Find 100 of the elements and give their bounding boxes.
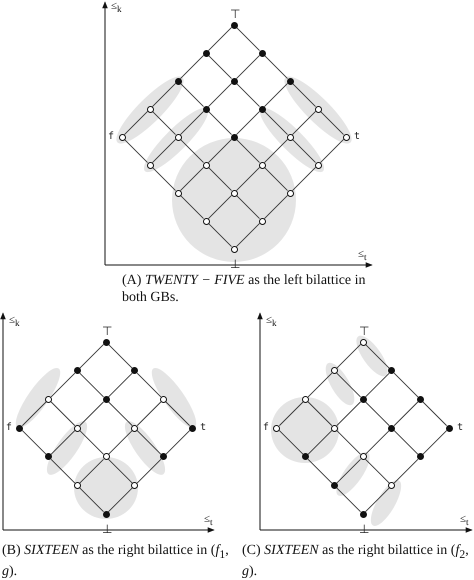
filled-vertex — [230, 134, 238, 140]
axis-label: ≤$_{k}$ — [266, 314, 277, 330]
lattice-edge — [365, 344, 390, 369]
lattice-edge — [336, 372, 361, 398]
lattice-edge — [292, 111, 316, 135]
lattice-edge — [79, 488, 104, 512]
axis-label: ≤$_{t}$ — [460, 513, 469, 528]
lattice-edge — [236, 195, 260, 219]
lattice-edge — [108, 372, 133, 398]
lattice-edge — [336, 401, 361, 426]
lattice-edge — [236, 83, 260, 107]
lattice-edge — [336, 430, 361, 455]
lattice-edge — [152, 139, 176, 163]
figure-caption: (A) TWENTY − FIVE as the left bilattice in both GBs. — [122, 272, 367, 306]
lattice-edge — [50, 430, 76, 455]
lattice-edge — [208, 223, 232, 247]
lattice-edge — [394, 372, 418, 398]
lattice-edge — [50, 401, 76, 426]
lattice-edge — [208, 167, 232, 191]
axis-label: ≤$_{k}$ — [9, 314, 20, 330]
lattice-edge — [136, 458, 162, 484]
lattice-edge — [22, 401, 47, 426]
vertex-label: t — [200, 422, 206, 434]
lattice-edge — [50, 372, 76, 398]
hollow-vertex — [302, 396, 310, 403]
lattice-edge — [180, 167, 204, 191]
lattice-edge — [264, 83, 288, 107]
filled-vertex — [258, 50, 266, 56]
lattice-edge — [124, 111, 148, 135]
lattice-edge — [308, 401, 332, 426]
lattice-edge — [292, 167, 316, 191]
lattice-edge — [152, 111, 176, 135]
lattice-edge — [180, 111, 204, 135]
lattice-edge — [264, 139, 288, 163]
lattice-edge — [365, 488, 390, 512]
lattice-edge — [208, 27, 232, 51]
filled-vertex — [131, 367, 138, 374]
lattice-edge — [236, 139, 260, 163]
lattice-edge — [152, 167, 176, 191]
lattice-edge — [79, 458, 104, 484]
lattice-edge — [308, 458, 332, 484]
vertex-label: t — [457, 422, 464, 434]
lattice-edge — [278, 430, 304, 455]
filled-vertex — [330, 482, 338, 489]
lattice-edge — [292, 83, 316, 107]
filled-vertex — [416, 396, 424, 403]
lattice-edge — [180, 139, 204, 163]
lattice-edge — [136, 372, 162, 398]
lattice-edge — [422, 401, 448, 426]
filled-vertex — [202, 50, 210, 56]
lattice-edge — [108, 401, 133, 426]
filled-vertex — [416, 453, 424, 460]
lattice-edge — [79, 401, 104, 426]
vertex-label: f — [108, 131, 114, 143]
filled-vertex — [258, 106, 266, 112]
lattice-edge — [79, 344, 104, 369]
filled-vertex — [360, 396, 366, 403]
lattice-edge — [79, 372, 104, 398]
lattice-edge — [394, 458, 418, 484]
lattice-edge — [336, 344, 361, 369]
lattice-edge — [124, 139, 148, 163]
axis-label: ≤$_{t}$ — [204, 513, 213, 528]
vertex-label: t — [354, 131, 360, 143]
lattice-edge — [208, 111, 232, 135]
hollow-vertex — [74, 482, 81, 489]
filled-vertex — [102, 396, 110, 403]
lattice-edge — [208, 139, 232, 163]
lattice-edge — [22, 430, 47, 455]
filled-vertex — [230, 22, 238, 28]
filled-vertex — [74, 367, 81, 374]
lattice-edge — [365, 401, 390, 426]
lattice-edge — [320, 111, 344, 135]
filled-vertex — [45, 453, 52, 460]
lattice-edge — [336, 458, 361, 484]
vertex-label: ⊤ — [102, 325, 112, 337]
filled-vertex — [388, 424, 396, 432]
lattice-edge — [264, 55, 288, 79]
lattice-edge — [208, 195, 232, 219]
lattice-edge — [180, 195, 204, 219]
lattice-edge — [394, 430, 418, 455]
lattice-edge — [208, 83, 232, 107]
lattice-edge — [136, 430, 162, 455]
lattice-edge — [320, 139, 344, 163]
lattice-edge — [308, 430, 332, 455]
lattice-edge — [236, 111, 260, 135]
filled-vertex — [388, 367, 396, 374]
vertex-label: f — [262, 422, 269, 434]
lattice-edge — [152, 83, 176, 107]
lattice-edge — [365, 372, 390, 398]
lattice-edge — [394, 401, 418, 426]
lattice-edge — [264, 167, 288, 191]
figure-caption: (C) SIXTEEN as the right bilattice in (f$_{2}$, g). — [242, 542, 470, 580]
hollow-vertex — [102, 453, 110, 460]
filled-vertex — [360, 510, 366, 518]
lattice-edge — [236, 55, 260, 79]
axis-label: ≤$_{k}$ — [111, 0, 122, 16]
lattice-edge — [136, 401, 162, 426]
lattice-edge — [108, 458, 133, 484]
lattice-edge — [165, 401, 190, 426]
vertex-label: f — [6, 422, 12, 434]
